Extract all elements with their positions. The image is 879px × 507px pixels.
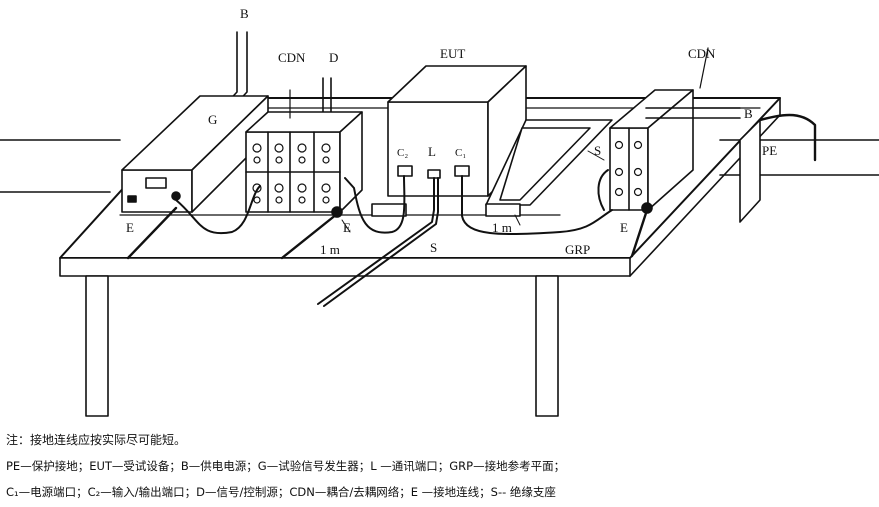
label-g: G: [208, 112, 217, 127]
label-s-bottom: S: [430, 240, 437, 255]
cables: [175, 169, 613, 307]
label-1m-right: 1 m: [492, 220, 512, 235]
test-setup-diagram: B CDN D EUT CDN G B PE C₂ L C₁ S E E 1 m…: [0, 6, 879, 417]
cdn-left: [245, 89, 363, 218]
label-grp: GRP: [565, 242, 590, 257]
insulating-supports: [371, 203, 521, 217]
label-e-mid: E: [343, 220, 351, 235]
table: [59, 97, 781, 417]
label-b-right: B: [744, 106, 753, 121]
caption-note: 注：接地连线应按实际尽可能短。: [6, 433, 187, 447]
table-leg-back: [739, 119, 761, 223]
caption-legend-line1: PE—保护接地；EUT—受试设备；B—供电电源；G—试验信号发生器；L —通讯端…: [6, 459, 566, 473]
label-d: D: [329, 50, 338, 65]
eut-stand-s: [485, 119, 613, 206]
earth-straps: [126, 206, 649, 260]
label-cdn-right: CDN: [688, 46, 716, 61]
label-l: L: [428, 144, 436, 159]
table-front-edge: [59, 257, 631, 277]
caption-legend-line2: C₁—电源端口；C₂—输入/输出端口；D—信号/控制源；CDN—耦合/去耦网络；…: [6, 485, 556, 499]
diagram-labels: B CDN D EUT CDN G B PE C₂ L C₁ S E E 1 m…: [126, 6, 777, 257]
label-eut: EUT: [440, 46, 465, 61]
pe-cable: [758, 113, 817, 162]
label-c1: C₁: [455, 147, 466, 159]
label-1m-left: 1 m: [320, 242, 340, 257]
label-e-left: E: [126, 220, 134, 235]
label-b-top: B: [240, 6, 249, 21]
label-e-right: E: [620, 220, 628, 235]
label-pe: PE: [762, 143, 777, 158]
cdn-right: [609, 47, 709, 214]
table-leg-right: [535, 275, 559, 417]
label-c2: C₂: [397, 147, 408, 159]
label-cdn-left: CDN: [278, 50, 306, 65]
leader-lines: [341, 150, 605, 233]
power-cable-b-right: [645, 107, 741, 119]
table-leg-left: [85, 275, 109, 417]
label-s-right: S: [594, 143, 601, 158]
